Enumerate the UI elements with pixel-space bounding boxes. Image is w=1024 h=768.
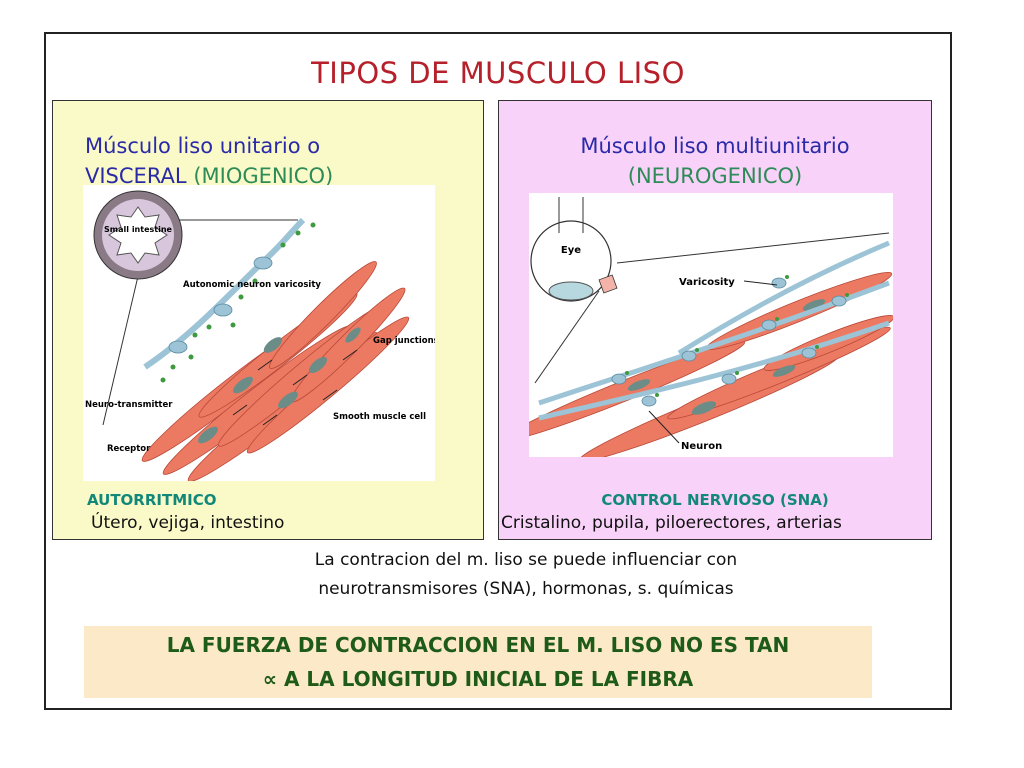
unitary-examples: Útero, vejiga, intestino [91, 513, 285, 533]
panel-multiunit: Músculo liso multiunitario (NEUROGENICO)… [498, 100, 932, 540]
autonomic-label: Autonomic neuron varicosity [183, 280, 321, 290]
panel-multiunit-title-line1: Músculo liso multiunitario [580, 134, 850, 158]
gap-junctions-label: Gap junctions [373, 336, 435, 346]
smooth-muscle-label: Smooth muscle cell [333, 412, 426, 422]
contraction-note: La contracion del m. liso se puede influ… [246, 546, 806, 604]
multiunit-muscle-illustration: Eye [529, 193, 893, 457]
panel-multiunit-title-line2: (NEUROGENICO) [627, 164, 803, 188]
control-nervioso-label: CONTROL NERVIOSO (SNA) [601, 491, 829, 509]
receptor-label: Receptor [107, 444, 151, 454]
note-line2: neurotransmisores (SNA), hormonas, s. qu… [318, 579, 734, 599]
force-length-banner: LA FUERZA DE CONTRACCION EN EL M. LISO N… [84, 626, 872, 698]
neuron-label: Neuron [681, 441, 722, 452]
note-line1: La contracion del m. liso se puede influ… [314, 550, 738, 570]
visceral-text: VISCERAL [85, 164, 187, 188]
panel-unitary: Músculo liso unitario o VISCERAL (MIOGEN… [52, 100, 484, 540]
multiunit-examples: Cristalino, pupila, piloerectores, arter… [501, 513, 842, 533]
varicosity-label: Varicosity [679, 277, 735, 288]
slide-title: TIPOS DE MUSCULO LISO [311, 56, 685, 90]
unitary-muscle-illustration: Small intestine [83, 185, 435, 481]
slide: TIPOS DE MUSCULO LISO Músculo liso unita… [44, 32, 952, 710]
eye-label: Eye [561, 245, 581, 256]
banner-line1: LA FUERZA DE CONTRACCION EN EL M. LISO N… [166, 633, 790, 657]
panel-unitary-title-line2: VISCERAL (MIOGENICO) [85, 161, 333, 191]
small-intestine-label: Small intestine [104, 225, 172, 234]
miogenico-text: (MIOGENICO) [193, 164, 334, 188]
panel-unitary-title-line1: Músculo liso unitario o [85, 134, 321, 158]
autorritmico-label: AUTORRITMICO [87, 491, 217, 509]
neurotransmitter-label: Neuro-transmitter [85, 400, 173, 410]
banner-line2: ∝ A LA LONGITUD INICIAL DE LA FIBRA [262, 667, 694, 691]
